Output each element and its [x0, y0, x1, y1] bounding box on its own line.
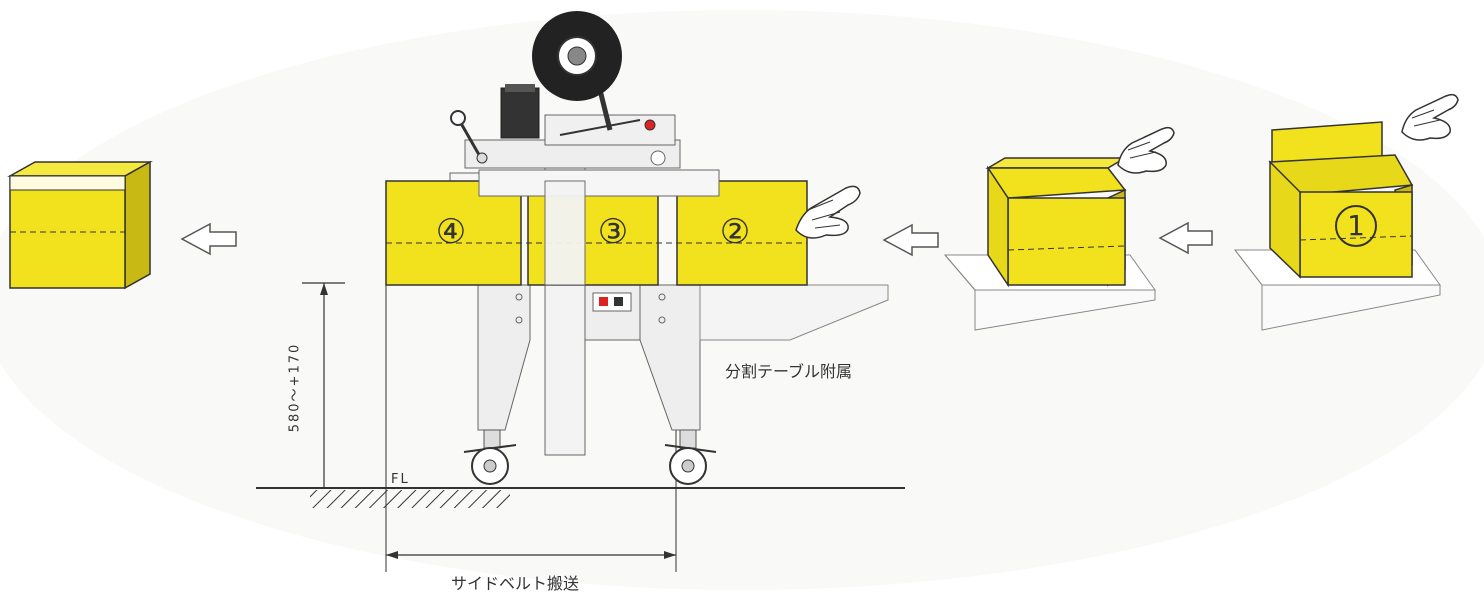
operator-hand-1	[795, 185, 861, 239]
station-label-3: ③	[597, 212, 629, 252]
floor-level-label: FL	[391, 472, 410, 487]
direction-arrow-left-3	[1158, 221, 1213, 255]
side-belt-label: サイドベルト搬送	[451, 574, 580, 593]
box-open	[1268, 121, 1414, 279]
height-dimension	[302, 282, 345, 488]
sealed-output-box	[7, 160, 153, 290]
station-label-2: ②	[719, 212, 751, 252]
direction-arrow-left-1	[180, 222, 237, 256]
split-table-label: 分割テーブル附属	[725, 362, 853, 381]
box-folding	[985, 157, 1128, 288]
station-boxes	[385, 169, 808, 286]
direction-arrow-left-2	[882, 223, 939, 257]
operator-hand-2	[1117, 126, 1175, 174]
station-label-1: 1	[1335, 205, 1377, 247]
station-label-4: ④	[435, 212, 467, 252]
floor	[256, 487, 905, 508]
tape-roll	[532, 11, 622, 101]
operator-hand-3	[1401, 93, 1459, 141]
height-label: 580～+170	[287, 342, 303, 433]
